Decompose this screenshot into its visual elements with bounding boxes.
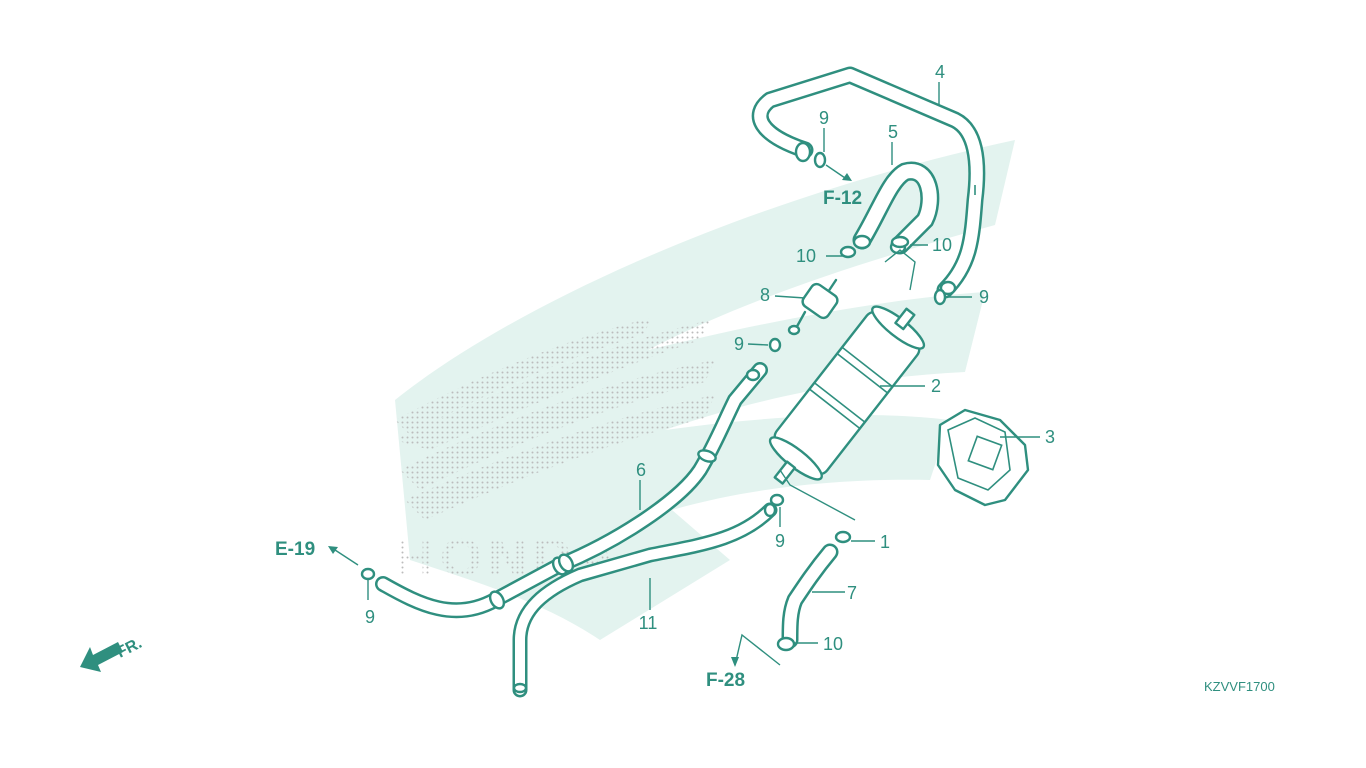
front-direction-indicator: FR. [80, 635, 145, 672]
callout-9: 9 [979, 287, 989, 307]
callout-9: 9 [819, 108, 829, 128]
callout-8: 8 [760, 285, 770, 305]
callout-11: 11 [639, 613, 658, 633]
callout-3: 3 [1045, 427, 1055, 447]
callout-9: 9 [365, 607, 375, 627]
part-4-hose [751, 66, 986, 299]
callout-1: 1 [880, 532, 890, 552]
part-7-hose [781, 543, 839, 649]
part-11-hose [512, 502, 778, 698]
callout-6: 6 [636, 460, 646, 480]
reference-f12[interactable]: F-12 [823, 188, 862, 209]
callout-4: 4 [935, 62, 945, 82]
arrow-down-left-icon [80, 642, 123, 672]
callout-10: 10 [796, 246, 816, 266]
reference-e19[interactable]: E-19 [275, 539, 315, 560]
callout-7: 7 [847, 583, 857, 603]
callout-9: 9 [734, 334, 744, 354]
front-label: FR. [114, 635, 145, 662]
part-2-fuel-filter [768, 305, 926, 485]
callout-9: 9 [775, 531, 785, 551]
honda-wing-watermark: HONDA [395, 140, 1015, 640]
part-8-filter [787, 278, 839, 336]
callout-10: 10 [823, 634, 843, 654]
callout-2: 2 [931, 376, 941, 396]
reference-f28[interactable]: F-28 [706, 670, 745, 691]
part-6-hose [375, 362, 768, 619]
clips [360, 151, 947, 652]
callout-10: 10 [932, 235, 952, 255]
part-3-bracket [936, 408, 1030, 507]
diagram-code: KZVVF1700 [1204, 679, 1275, 694]
reference-arrows [328, 173, 852, 667]
callout-5: 5 [888, 122, 898, 142]
